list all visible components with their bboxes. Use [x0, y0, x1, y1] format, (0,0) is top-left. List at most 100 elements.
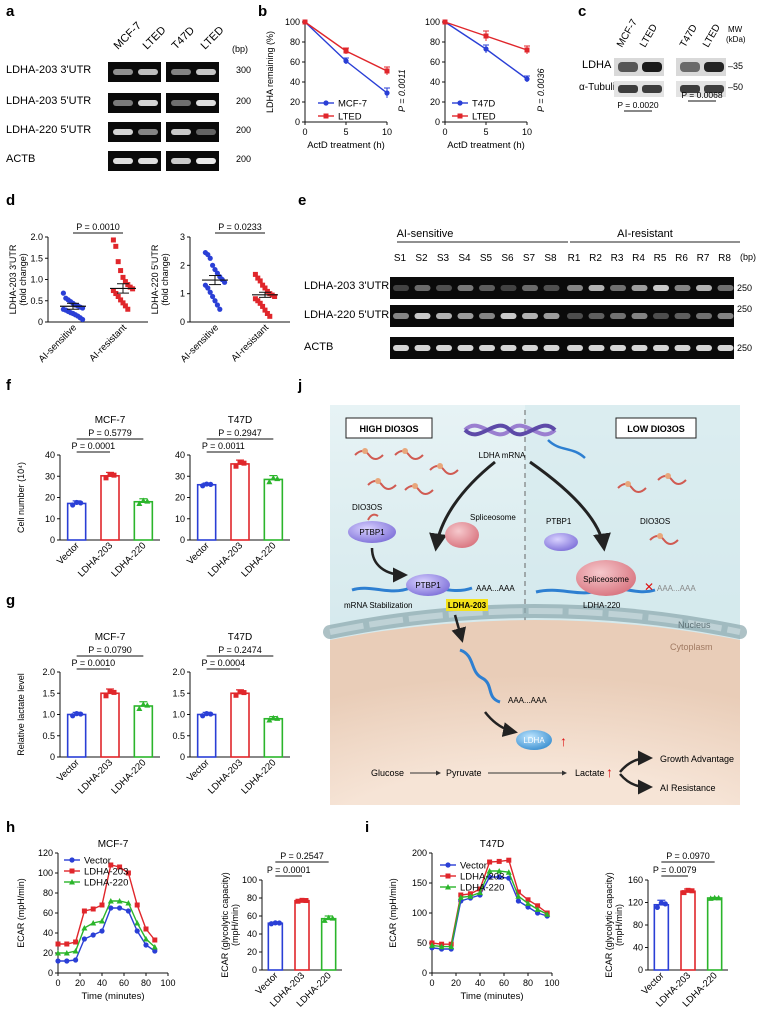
- y-tick-label: 120: [38, 848, 53, 858]
- gel-a-row-1: LDHA-203 3'UTR: [6, 64, 91, 76]
- x-tick-label: 60: [119, 978, 129, 988]
- ptbp1-left: [348, 521, 396, 543]
- chart-title: T47D: [228, 632, 252, 643]
- gel-band: [567, 313, 583, 319]
- x-axis-label: Time (minutes): [82, 991, 145, 1002]
- gel-band: [631, 285, 648, 291]
- gel-band: [543, 313, 560, 319]
- data-point: [118, 268, 124, 274]
- panel-label-h: h: [6, 819, 15, 836]
- series-line-2: [58, 900, 156, 954]
- data-point: [108, 905, 114, 911]
- x-tick-label: LDHA-203: [76, 757, 115, 796]
- y-tick-label: 20: [290, 97, 300, 107]
- data-point: [205, 285, 211, 291]
- gel-band: [113, 69, 133, 75]
- x-tick-label: AI-sensitive: [179, 322, 222, 365]
- blot-band: [704, 85, 724, 93]
- data-point: [535, 903, 541, 909]
- blot-c-col-t47d: T47D: [678, 23, 700, 50]
- replicate-dot: [274, 475, 281, 482]
- data-point: [524, 47, 530, 53]
- data-point: [217, 306, 223, 312]
- data-point: [438, 943, 445, 950]
- gel-band: [113, 158, 133, 164]
- y-tick-label: 20: [247, 947, 257, 957]
- dio3os-right-cluster: [617, 475, 687, 545]
- label-ldha-203: LDHA-203: [448, 601, 487, 610]
- gel-band: [479, 313, 495, 319]
- x-tick-label: 20: [75, 978, 85, 988]
- legend-entry: Vector: [460, 861, 487, 872]
- data-point: [343, 58, 349, 64]
- x-tick-label: 0: [429, 978, 434, 988]
- data-point: [152, 937, 158, 943]
- legend-entry: MCF-7: [338, 99, 367, 110]
- y-tick-label: 0: [252, 965, 257, 975]
- data-point: [110, 237, 116, 243]
- y-axis-label: (fold change): [18, 253, 28, 306]
- x-tick-label: LDHA-220: [239, 757, 278, 796]
- replicate-dot: [107, 471, 113, 477]
- bar: [196, 713, 217, 758]
- data-point: [487, 859, 493, 865]
- gel-band: [196, 129, 216, 135]
- y-axis-label: ECAR (mpH/min): [388, 878, 398, 948]
- label-spliceosome-left: Spliceosome: [470, 513, 516, 522]
- chart-title: T47D: [228, 415, 252, 426]
- gel-lane-label: R2: [589, 253, 602, 264]
- data-point: [496, 858, 502, 864]
- blot-c-col-mcf7: MCF-7: [615, 17, 640, 49]
- gel-band: [479, 285, 495, 291]
- label-polya-cyto: AAA...AAA: [508, 696, 547, 705]
- spliceosome-left: [445, 522, 479, 548]
- gel-band: [196, 100, 216, 106]
- data-point: [125, 282, 131, 288]
- data-point: [80, 316, 86, 323]
- data-point: [257, 278, 263, 284]
- replicate-dot: [266, 717, 273, 723]
- gel-band: [196, 69, 216, 75]
- data-point: [113, 243, 119, 249]
- gel-band: [500, 345, 517, 351]
- replicate-dot: [144, 702, 151, 708]
- p-value: P = 0.0010: [72, 658, 116, 668]
- x-tick-label: 10: [382, 127, 392, 137]
- bar: [230, 692, 250, 758]
- data-point: [214, 302, 220, 308]
- data-point: [99, 928, 105, 934]
- replicate-dot: [78, 711, 84, 717]
- gel-e-group-resistant: AI-resistant: [617, 228, 673, 240]
- legend-marker: [323, 113, 329, 119]
- blot-band: [618, 85, 638, 93]
- gel-band: [674, 313, 691, 319]
- y-tick-label: 0: [38, 317, 43, 327]
- panel-label-c: c: [578, 3, 586, 20]
- legend-entry: LTED: [472, 112, 496, 123]
- x-tick-label: 60: [499, 978, 509, 988]
- data-point: [483, 33, 489, 39]
- data-point: [90, 906, 96, 912]
- data-point: [152, 948, 158, 954]
- data-point: [63, 950, 70, 956]
- data-point: [302, 19, 308, 25]
- ldha-up-arrow: ↑: [560, 733, 567, 749]
- replicate-dot: [140, 497, 147, 504]
- p-value: P = 0.0233: [218, 222, 262, 232]
- gel-a-col-lted1: LTED: [141, 24, 169, 52]
- replicate-dot: [103, 475, 109, 481]
- data-point: [515, 893, 522, 899]
- series-line-0: [58, 907, 156, 962]
- gel-row-background: [108, 151, 161, 171]
- y-tick-label: 1: [180, 289, 185, 299]
- data-point: [125, 900, 132, 906]
- replicate-dot: [144, 498, 151, 504]
- gel-band: [393, 313, 409, 319]
- label-nucleus: Nucleus: [678, 620, 711, 630]
- label-ldha-protein: LDHA: [523, 736, 545, 745]
- x-tick-label: 40: [475, 978, 485, 988]
